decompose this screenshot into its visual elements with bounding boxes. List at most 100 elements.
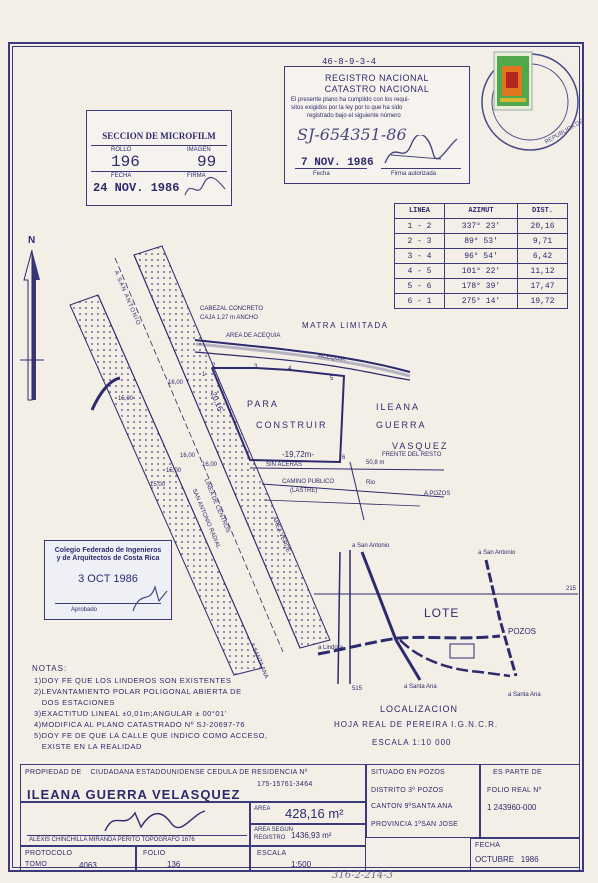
label-sin-aceras: SIN ACERAS — [266, 462, 303, 468]
label-point-3: 3 — [254, 364, 258, 370]
registro-date-line — [295, 168, 367, 169]
fecha-label: FECHA — [475, 842, 501, 849]
fecha-cell: FECHA OCTUBRE 1986 — [470, 838, 580, 872]
label-acequia: AREA DE ACEQUIA — [226, 333, 281, 339]
label-point-2: 2 — [212, 363, 216, 369]
label-para: PARA — [247, 399, 279, 409]
canton: CANTON 9ºSANTA ANA — [371, 803, 453, 810]
folio-value: 136 — [167, 860, 181, 869]
label-width-4: 16,00 — [202, 462, 218, 468]
registro-number: SJ-654351-86 — [297, 125, 407, 144]
registro-text-3: registrado bajo el siguiente número — [307, 113, 401, 119]
label-matra: MATRA LIMITADA — [302, 321, 389, 330]
area-registro-cell: AREA SEGUN REGISTRO 1436,93 m² — [250, 824, 366, 846]
area-reg-label-1: AREA SEGUN — [254, 827, 294, 833]
microfilm-title: SECCION DE MICROFILM — [102, 131, 216, 141]
label-construir: CONSTRUIR — [256, 420, 328, 430]
registro-date: 7 NOV. 1986 — [301, 157, 374, 169]
area-cell: AREA 428,16 m² — [250, 802, 366, 824]
label-width-1: 15,00 — [118, 396, 134, 402]
folio-real-cell: ES PARTE DE FOLIO REAL Nº 1 243960-000 — [480, 764, 580, 838]
label-frente-val: 50,8 m — [366, 460, 385, 466]
label-cabezal-1: CABEZAL CONCRETO — [200, 306, 264, 312]
escala-label: ESCALA — [257, 850, 287, 857]
loc-pozos: POZOS — [508, 627, 537, 636]
perito-cell: ALEXIS CHINCHILLA MIRANDA PERITO TOPOGRA… — [20, 802, 250, 846]
north-label: N — [28, 235, 35, 246]
nota-1: 1)DOY FE QUE LOS LINDEROS SON EXISTENTES — [34, 676, 232, 685]
lot-polygon — [211, 367, 346, 464]
microfilm-fecha-label: FECHA — [111, 173, 132, 179]
seal-and-stamp: REPUBLICA DE COSTA RICA — [481, 51, 584, 151]
nota-6: 5)DOY FE DE QUE LA CALLE QUE INDICO COMO… — [34, 731, 268, 740]
registro-stamp: REGISTRO NACIONAL CATASTRO NACIONAL El p… — [284, 66, 470, 184]
microfilm-stamp: SECCION DE MICROFILM ROLLO IMAGEN 196 99… — [86, 110, 232, 206]
microfilm-rollo-label: ROLLO — [111, 147, 132, 153]
localizacion-map — [314, 550, 578, 685]
table-cell: 6 - 1 — [394, 293, 445, 309]
label-lastre: (LASTRE) — [290, 488, 318, 494]
label-point-6: 6 — [342, 455, 346, 461]
propiedad-cell: PROPIEDAD DE CIUDADANA ESTADOUNIDENSE CE… — [20, 764, 366, 802]
situado-cell: SITUADO EN POZOS DISTRITO 3º POZOS CANTO… — [366, 764, 480, 838]
label-cabezal-2: CAJA 1,27 m ANCHO — [200, 315, 259, 321]
situado: SITUADO EN POZOS — [371, 769, 446, 776]
colegio-stamp: Colegio Federado de Ingenieros y de Arqu… — [44, 540, 172, 620]
tomo-value: 4063 — [79, 861, 97, 870]
area-label: AREA — [254, 806, 271, 812]
road-strips — [69, 245, 331, 676]
propiedad-label: PROPIEDAD DE CIUDADANA ESTADOUNIDENSE CE… — [25, 769, 308, 776]
registro-firma-label: Firma autorizada — [391, 171, 437, 177]
label-vasquez: VASQUEZ — [392, 441, 449, 451]
top-code: 46-8-9-3-4 — [322, 57, 377, 67]
colegio-line — [55, 603, 161, 604]
microfilm-line-2 — [91, 171, 227, 172]
microfilm-line-1 — [91, 145, 227, 146]
loc-lote: LOTE — [424, 606, 460, 620]
nota-7: EXISTE EN LA REALIDAD — [34, 742, 142, 751]
microfilm-rollo: 196 — [111, 153, 140, 171]
microfilm-imagen-label: IMAGEN — [187, 147, 211, 153]
folio-label: FOLIO — [143, 850, 166, 857]
label-frente: FRENTE DEL RESTO — [382, 452, 442, 458]
nota-4: 3)EXACTITUD LINEAL ±0,01m;ANGULAR ± 00°0… — [34, 709, 227, 718]
area-reg-value: 1436,93 m² — [291, 831, 332, 840]
table-cell: 275° 14' — [443, 293, 519, 309]
registro-text-2: sitos exigidos por la ley por lo que ha … — [291, 105, 403, 111]
escala-cell: ESCALA 1:500 — [250, 846, 366, 872]
loc-santa-ana-2: a Santa Ana — [508, 692, 541, 698]
perito-line — [27, 835, 247, 836]
folio-real-label: FOLIO REAL Nº — [487, 787, 542, 794]
label-point-4: 4 — [288, 366, 292, 372]
area-value: 428,16 m² — [285, 806, 344, 821]
perito-name: ALEXIS CHINCHILLA MIRANDA PERITO TOPOGRA… — [29, 837, 195, 843]
nota-3: DOS ESTACIONES — [34, 698, 115, 707]
registro-title-2: CATASTRO NACIONAL — [324, 84, 430, 94]
colegio-signature — [132, 584, 168, 612]
microfilm-imagen: 99 — [197, 153, 217, 171]
owner-name: ILEANA GUERRA VELASQUEZ — [27, 787, 241, 802]
nota-2: 2)LEVANTAMIENTO POLAR POLIGONAL ABIERTA … — [34, 687, 242, 696]
registro-title-1: REGISTRO NACIONAL — [324, 73, 429, 83]
label-rio: Rio — [366, 480, 376, 486]
registro-signature — [384, 135, 458, 164]
loc-215: 215 — [566, 586, 577, 592]
protocolo-label: PROTOCOLO — [25, 850, 73, 857]
label-camino: CAMINO PUBLICO — [282, 479, 335, 485]
registro-firma-line — [381, 168, 461, 169]
loc-san-antonio-1: a San Antonio — [352, 543, 390, 549]
tomo-label: TOMO — [25, 861, 48, 868]
label-point-5: 5 — [330, 376, 334, 382]
loc-san-antonio-2: a San Antonio — [478, 550, 516, 556]
registro-text-1: El presente plano ha cumplido con los re… — [291, 97, 410, 103]
label-dist-19: -19,72m- — [282, 450, 315, 459]
page-inner-frame — [12, 46, 580, 868]
folio-real-value: 1 243960-000 — [487, 803, 537, 812]
label-width-6: 16,00 — [180, 453, 196, 459]
north-arrow: N — [20, 235, 44, 401]
label-ileana: ILEANA — [376, 402, 421, 412]
microfilm-fecha: 24 NOV. 1986 — [93, 181, 180, 195]
